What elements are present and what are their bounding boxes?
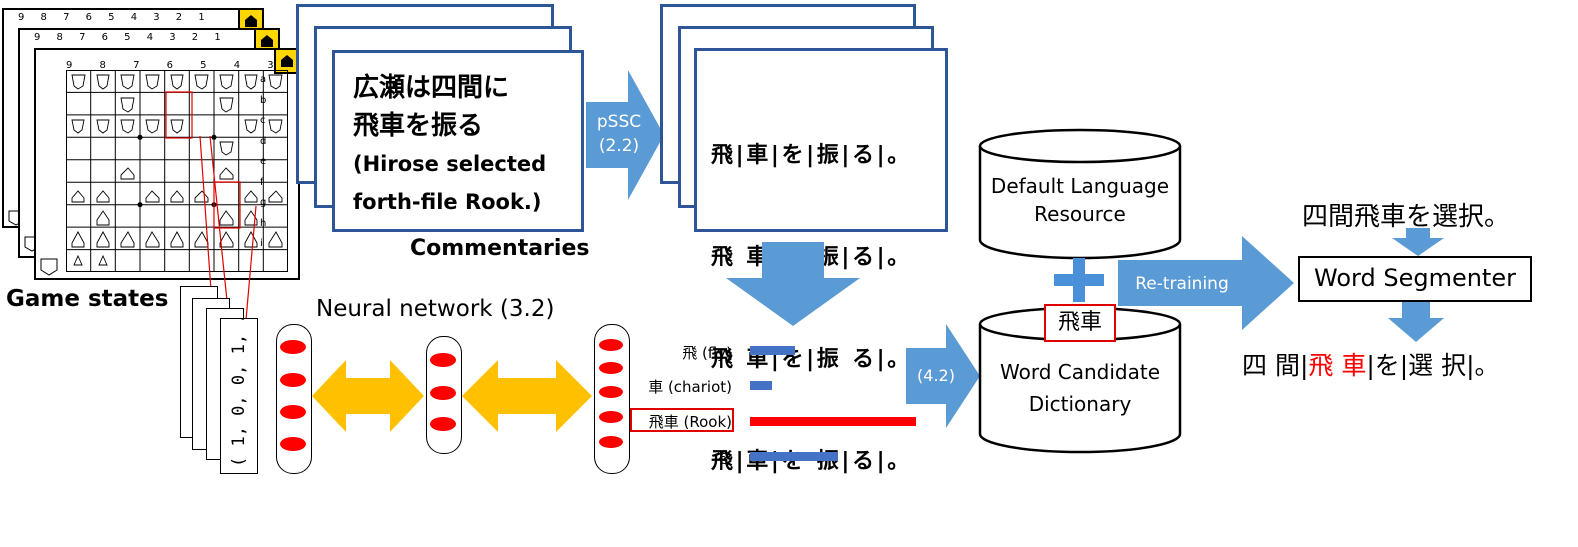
board-column-labels: 9 8 7 6 5 4 3 2 1 — [34, 32, 228, 43]
board-column-labels: 9 8 7 6 5 4 3 2 1 — [66, 60, 353, 71]
output-label-fly: 飛 (fly) — [682, 344, 732, 362]
game-states-label: Game states — [6, 286, 169, 312]
pssc-arrow-label: pSSC (2.2) — [596, 112, 642, 156]
new-word-box: 飛車 — [1044, 304, 1116, 342]
word-segmenter-box: Word Segmenter — [1298, 256, 1532, 302]
arrow-42-label: (4.2) — [917, 366, 955, 385]
default-resource-label: Default Language Resource — [990, 174, 1170, 226]
down-arrow-icon — [726, 242, 860, 326]
segmenter-input-arrow-icon — [1392, 228, 1444, 256]
neural-network-label: Neural network (3.2) — [316, 296, 555, 322]
retraining-label: Re-training — [1135, 274, 1229, 294]
game-state-board-front: 9 8 7 6 5 4 3 2 1 — [34, 48, 341, 280]
output-highlight-box — [630, 408, 734, 432]
dictionary-cylinder — [978, 306, 1182, 454]
commentaries-label: Commentaries — [410, 236, 590, 261]
output-label-wo: を — [716, 449, 732, 467]
dictionary-label: Word Candidate Dictionary — [999, 360, 1160, 416]
arrow-42-icon — [906, 324, 980, 428]
output-bar-1 — [750, 381, 772, 390]
default-resource-cylinder — [978, 128, 1182, 260]
output-bar-0 — [750, 346, 795, 355]
board-column-labels: 9 8 7 6 5 4 3 2 1 — [18, 12, 212, 23]
piece-stand-icon — [40, 258, 58, 276]
commentary-sheet-front: 広瀬は四間に 飛車を振る (Hirose selected forth-file… — [332, 50, 584, 232]
output-label-rook: 飛車 (Rook) — [648, 413, 732, 431]
plus-icon — [1054, 258, 1104, 302]
nn-nodes-and-arrows — [280, 339, 623, 451]
output-bar-2 — [750, 417, 916, 426]
segmenter-input-text: 四間飛車を選択。 — [1302, 202, 1511, 232]
feature-vector-sheet: ( 1, 0, 0, 1, ..., 0 ) — [220, 318, 258, 474]
pssc-arrow-icon — [586, 70, 664, 200]
segmenter-output-arrow-icon — [1388, 302, 1444, 342]
output-label-chariot: 車 (chariot) — [648, 378, 732, 396]
retraining-arrow-icon — [1118, 236, 1294, 330]
output-bar-3 — [750, 452, 838, 461]
commentary-text: 広瀬は四間に 飛車を振る (Hirose selected forth-file… — [353, 73, 547, 214]
segmenter-output-text: 四 間|飛 車|を|選 択|。 — [1242, 351, 1500, 380]
